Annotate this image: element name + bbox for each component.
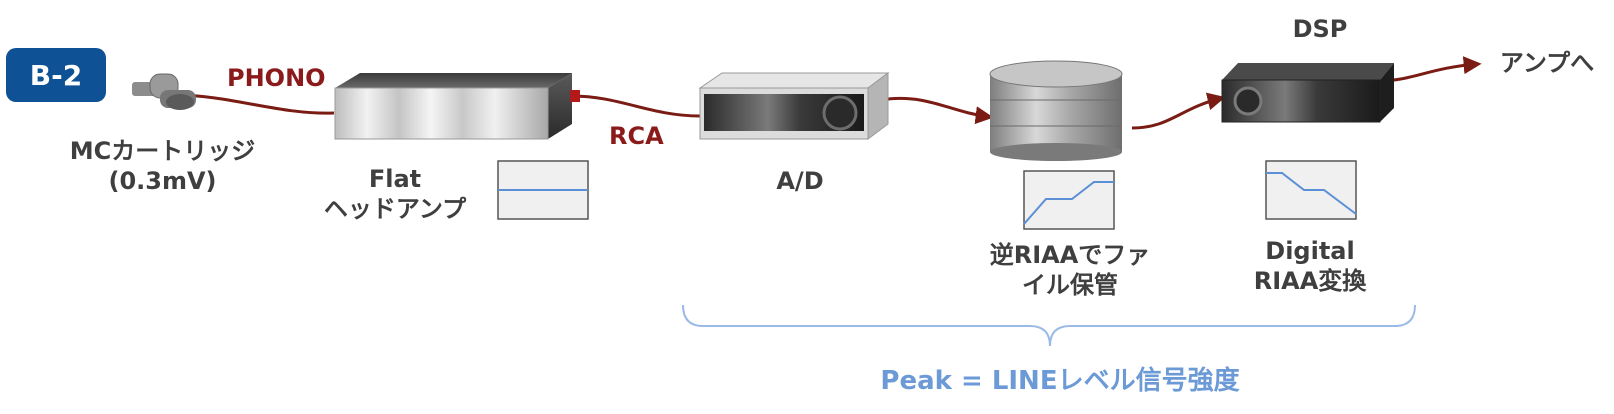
peak-label: Peak = LINEレベル信号強度 [880, 366, 1240, 396]
cartridge-label-line2: (0.3mV) [108, 167, 217, 195]
dsp-label: Digital RIAA変換 [1235, 236, 1385, 296]
output-label: アンプへ [1499, 49, 1595, 77]
cable-output [1384, 56, 1482, 83]
dsp-label-line2: RIAA変換 [1253, 267, 1367, 295]
storage-label-line1: 逆RIAAでファ [989, 241, 1151, 269]
dsp-title: DSP [1292, 15, 1348, 43]
cartridge-label-line1: MCカートリッジ [69, 137, 256, 165]
peak-brace [682, 304, 1416, 347]
dsp-label-line1: Digital [1265, 237, 1355, 265]
head-amp-label-line1: Flat [368, 165, 422, 193]
adc-label: A/D [776, 167, 824, 195]
dsp-box-icon [1221, 63, 1394, 123]
cartridge-label: MCカートリッジ (0.3mV) [55, 136, 270, 196]
phono-label: PHONO [227, 64, 326, 92]
storage-label-line2: イル保管 [1022, 271, 1118, 299]
cartridge-icon [132, 73, 196, 110]
rca-label: RCA [609, 122, 664, 150]
storage-label: 逆RIAAでファ イル保管 [975, 240, 1165, 300]
head-amp-box-icon [334, 73, 580, 140]
cable-phono [175, 93, 335, 115]
head-amp-label: Flat ヘッドアンプ [310, 164, 480, 224]
head-amp-label-line2: ヘッドアンプ [323, 195, 467, 223]
flat-response-graph [497, 160, 589, 220]
adc-box-icon [698, 72, 890, 140]
cable-adc-storage [887, 96, 994, 125]
badge: B-2 [6, 48, 106, 102]
inverse-riaa-graph [1023, 170, 1115, 230]
riaa-eq-graph [1265, 160, 1357, 220]
cable-rca [571, 94, 701, 118]
storage-cylinder-icon [989, 60, 1123, 161]
cable-storage-dsp [1131, 92, 1226, 130]
